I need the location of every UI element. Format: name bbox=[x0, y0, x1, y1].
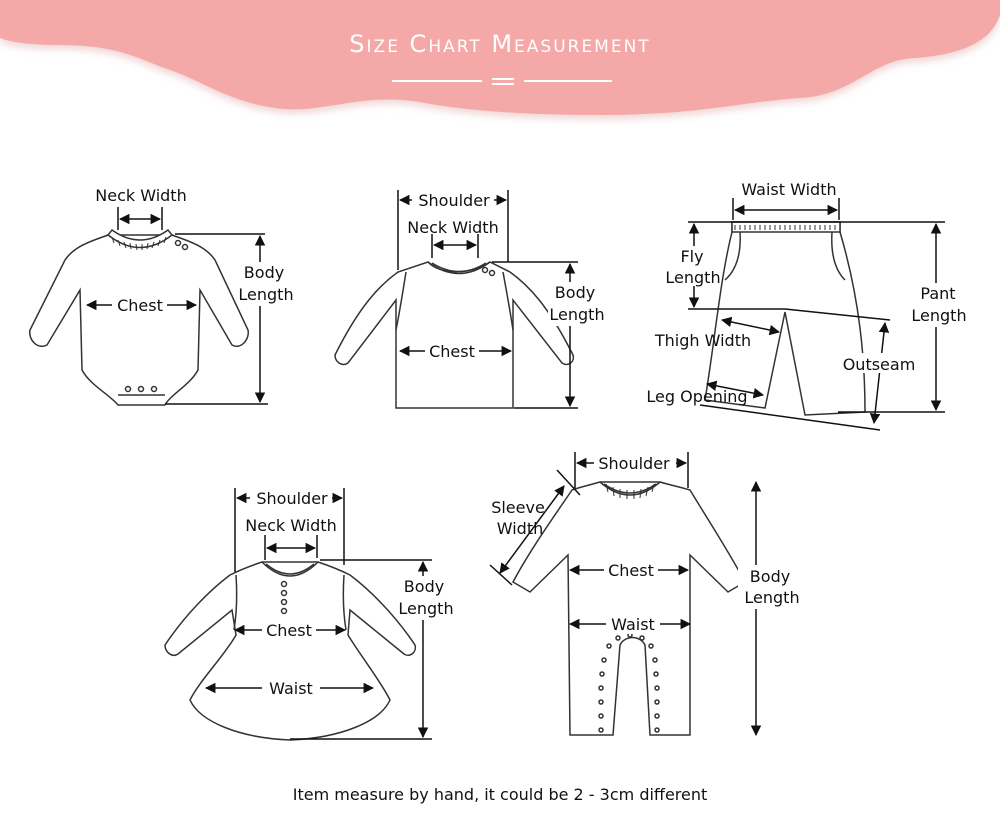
shirt-diagram bbox=[334, 261, 575, 409]
pants-leg-label: Leg Opening bbox=[646, 387, 747, 406]
title-ornament bbox=[492, 78, 514, 85]
measurement-note: Item measure by hand, it could be 2 - 3c… bbox=[292, 785, 708, 804]
pants-fly-label-2: Length bbox=[665, 268, 720, 287]
page-title: Size Chart Measurement bbox=[349, 30, 651, 58]
shirt-length-label-2: Length bbox=[549, 305, 604, 324]
romper-sleeve-arrow bbox=[499, 485, 565, 574]
pants-length-label-2: Length bbox=[911, 306, 966, 325]
pants-length-label-1: Pant bbox=[920, 284, 955, 303]
pants-measures bbox=[688, 198, 945, 431]
dress-chest-label: Chest bbox=[266, 621, 312, 640]
romper-sleeve-label-1: Sleeve bbox=[491, 498, 545, 517]
bodysuit-chest-label: Chest bbox=[117, 296, 163, 315]
pants-thigh-label: Thigh Width bbox=[654, 331, 751, 350]
bodysuit-diagram bbox=[29, 228, 249, 406]
pants-thigh-arrow bbox=[720, 316, 781, 336]
pants-waist-label: Waist Width bbox=[741, 180, 836, 199]
bodysuit-outline bbox=[29, 234, 249, 406]
shirt-chest-label: Chest bbox=[429, 342, 475, 361]
dress-neck-label: Neck Width bbox=[245, 516, 336, 535]
dress-length-label-2: Length bbox=[398, 599, 453, 618]
pants-leg-arrow bbox=[705, 380, 765, 399]
shirt-neck-label: Neck Width bbox=[407, 218, 498, 237]
bodysuit-length-label-2: Length bbox=[238, 285, 293, 304]
banner-shape bbox=[0, 0, 1000, 115]
pants-outseam-label: Outseam bbox=[843, 355, 916, 374]
romper-diagram bbox=[512, 481, 746, 736]
romper-sleeve-label-2: Width bbox=[497, 519, 543, 538]
romper-waist-label: Waist bbox=[611, 615, 655, 634]
bodysuit-neck-label: Neck Width bbox=[95, 186, 186, 205]
bodysuit-length-label-1: Body bbox=[244, 263, 284, 282]
shirt-length-label-1: Body bbox=[555, 283, 595, 302]
dress-shoulder-label: Shoulder bbox=[256, 489, 328, 508]
pants-fly-label-1: Fly bbox=[680, 247, 703, 266]
dress-length-label-1: Body bbox=[404, 577, 444, 596]
pants-diagram bbox=[704, 221, 866, 416]
romper-shoulder-label: Shoulder bbox=[598, 454, 670, 473]
shirt-shoulder-label: Shoulder bbox=[418, 191, 490, 210]
romper-length-label-1: Body bbox=[750, 567, 790, 586]
header-banner bbox=[0, 0, 1000, 115]
dress-diagram bbox=[164, 561, 417, 741]
romper-length-label-2: Length bbox=[744, 588, 799, 607]
dress-waist-label: Waist bbox=[269, 679, 313, 698]
romper-chest-label: Chest bbox=[608, 561, 654, 580]
